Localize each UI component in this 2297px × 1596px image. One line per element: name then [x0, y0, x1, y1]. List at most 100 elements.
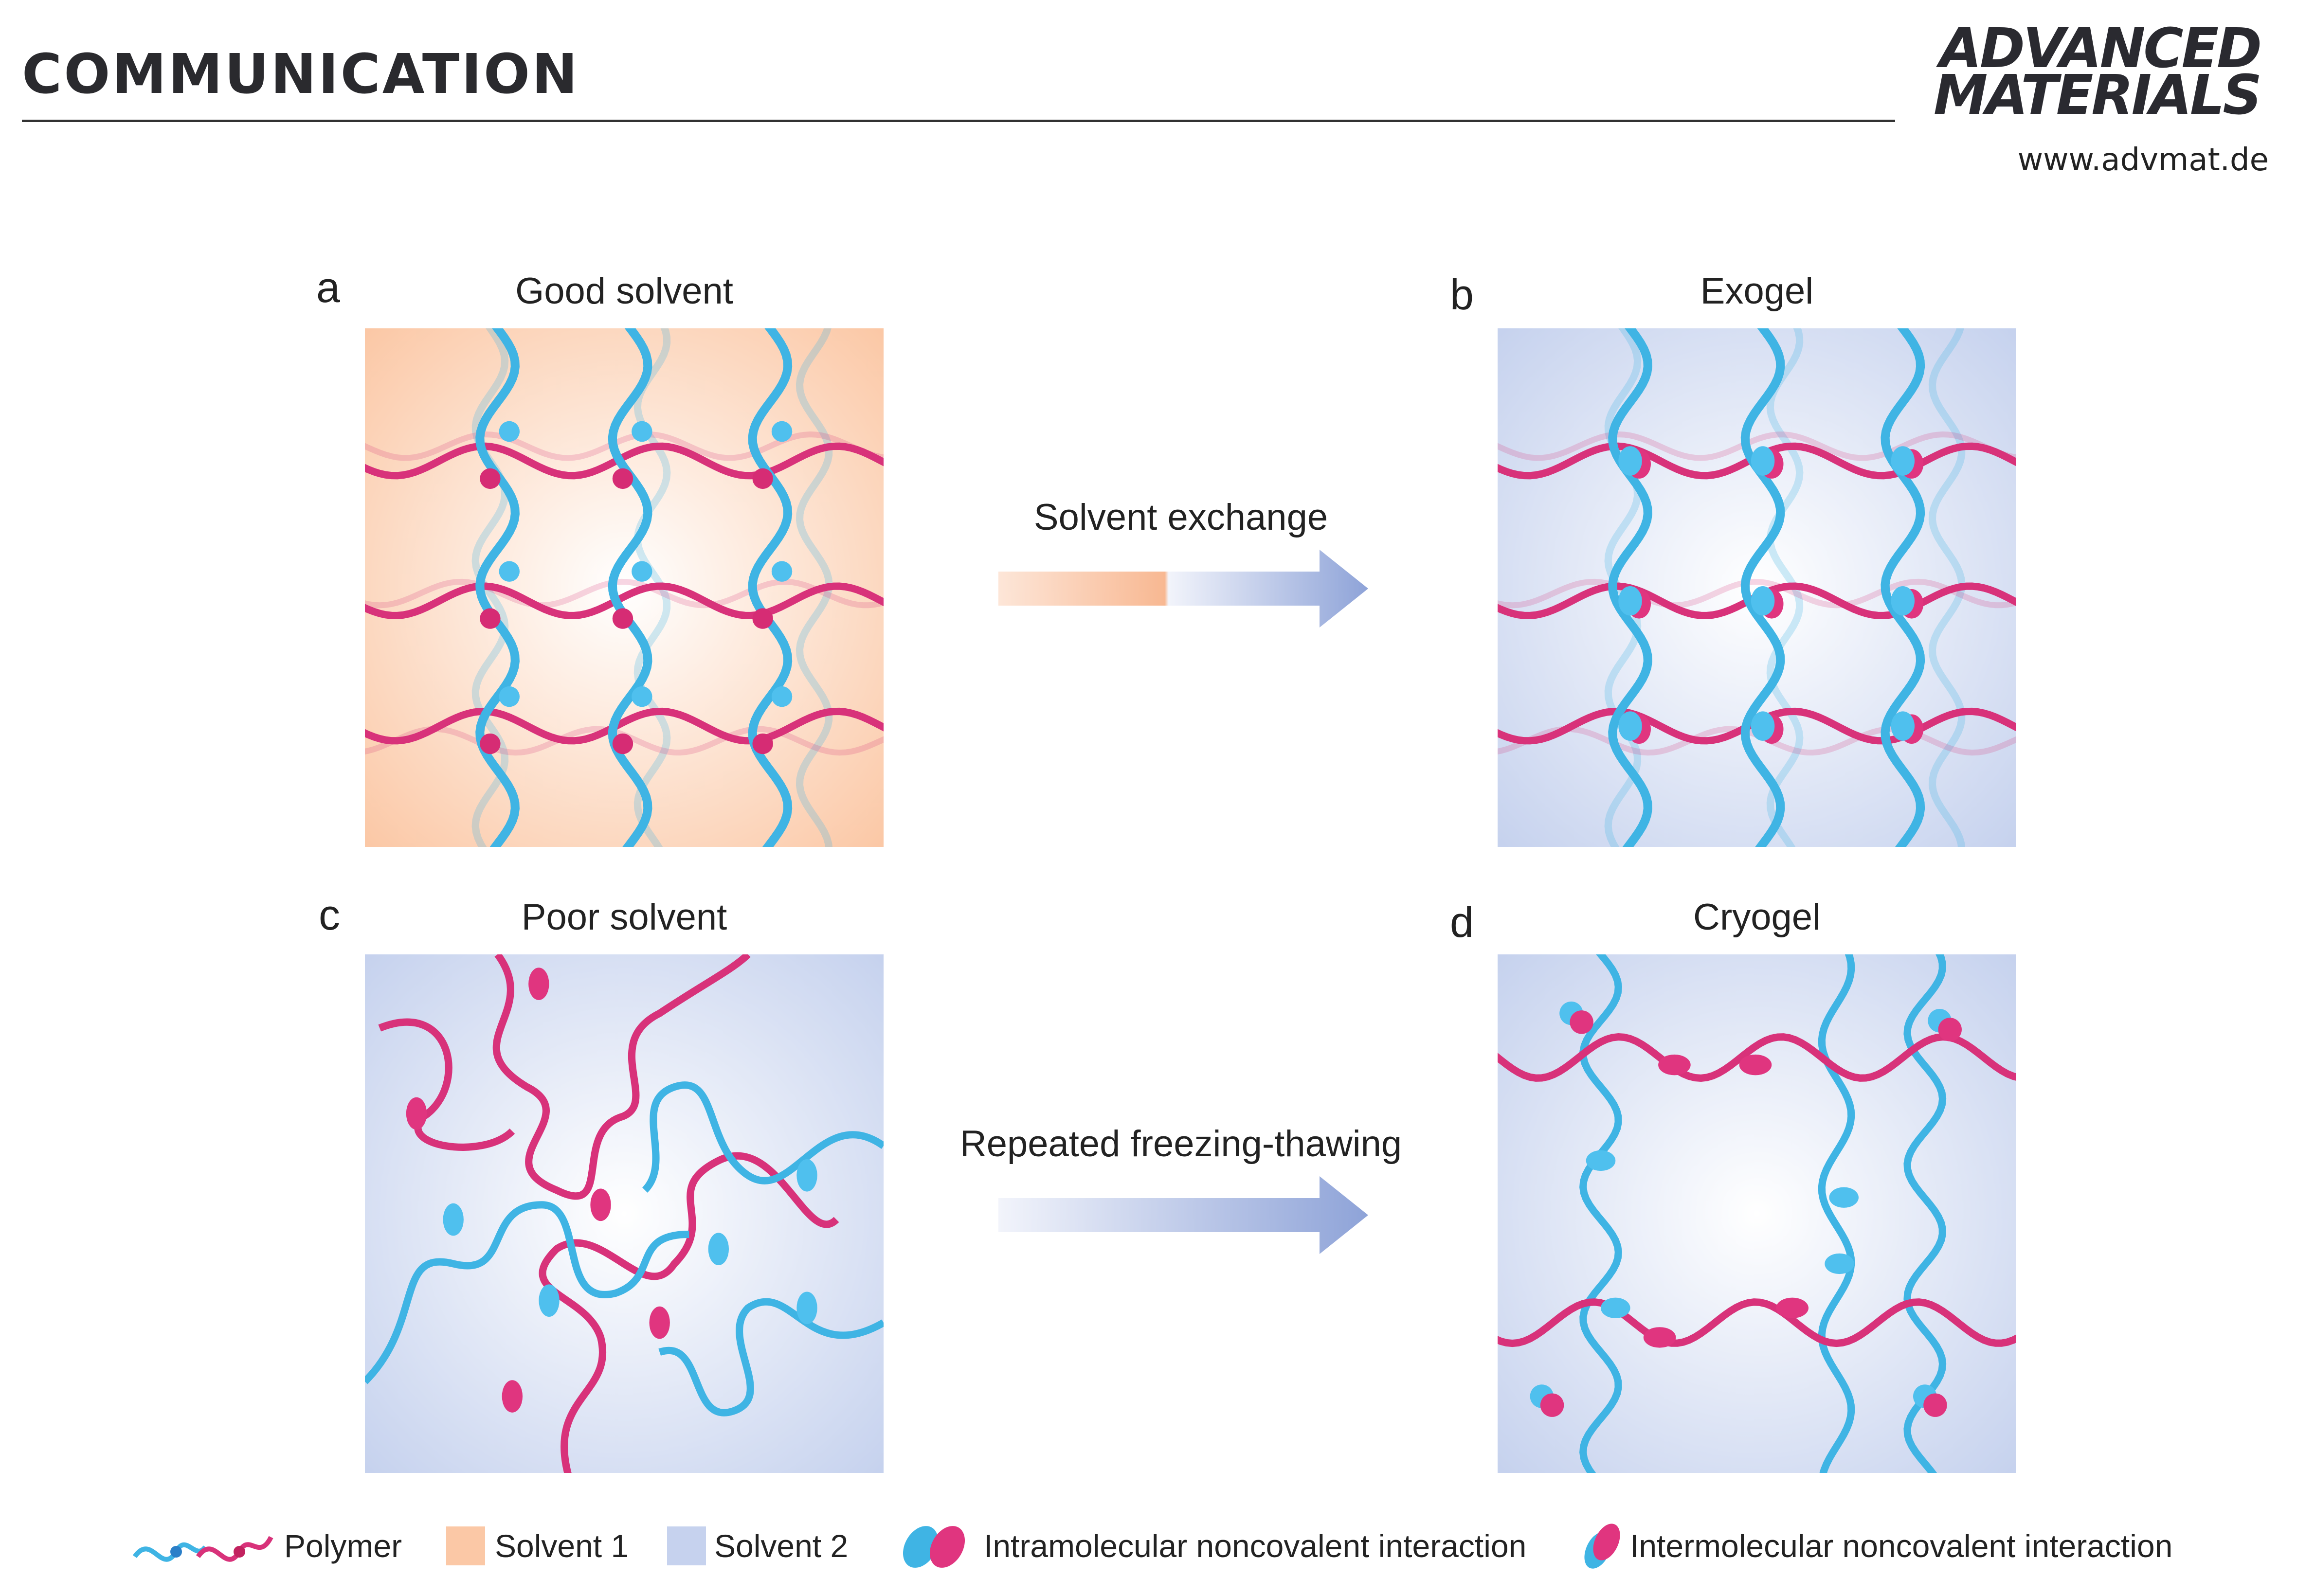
blue-polymer-chain	[1608, 328, 1652, 847]
intramolecular-pink-bead	[1643, 1327, 1676, 1348]
blue-side-group	[499, 421, 520, 442]
intramolecular-blue-bead	[443, 1203, 464, 1236]
intramolecular-blue-bead	[1586, 1150, 1616, 1171]
interaction-blue	[1891, 446, 1915, 476]
intramolecular-blue-bead	[796, 1291, 817, 1325]
intramolecular-blue-bead	[1825, 1253, 1854, 1274]
intermolecular-interaction-icon	[1584, 1524, 1620, 1569]
section-heading: COMMUNICATION	[22, 43, 579, 106]
panel-b-title: Exogel	[1700, 270, 1814, 312]
pink-side-group	[752, 608, 773, 629]
interaction-blue	[1891, 711, 1915, 741]
solvent1-swatch	[446, 1526, 485, 1565]
blue-polymer-chain	[475, 328, 520, 847]
polymer-legend-icon	[132, 1536, 273, 1562]
blue-side-group	[771, 421, 793, 442]
blue-side-group	[632, 421, 652, 442]
panel-d-cryogel-network	[1498, 954, 2016, 1473]
blue-side-group	[499, 561, 520, 582]
panel-b-label: b	[1450, 270, 1474, 319]
header-rule	[22, 120, 1895, 122]
intramolecular-pink-bead	[590, 1188, 611, 1221]
intramolecular-blue-bead	[539, 1284, 560, 1317]
interaction-pink	[1540, 1393, 1564, 1417]
logo-line-1: ADVANCED	[1939, 17, 2262, 80]
pink-side-group	[612, 468, 633, 489]
intramolecular-pink-bead	[1658, 1054, 1691, 1076]
legend-polymer: Polymer	[284, 1528, 402, 1564]
panel-c-label: c	[319, 891, 340, 939]
blue-polymer-chain	[1881, 328, 1925, 847]
legend-intramolecular: Intramolecular noncovalent interaction	[984, 1528, 1527, 1564]
panel-a-good-solvent-network	[365, 328, 884, 847]
legend-solvent1: Solvent 1	[495, 1528, 629, 1564]
panel-c-poor-solvent-coils	[365, 954, 884, 1473]
solvent-exchange-label: Solvent exchange	[1033, 497, 1328, 538]
panel-a-label: a	[316, 263, 340, 311]
interaction-blue	[1751, 711, 1775, 741]
intramolecular-pink-bead	[406, 1097, 427, 1130]
intramolecular-blue-bead	[1829, 1187, 1859, 1208]
background-pink-chain	[365, 578, 884, 609]
panel-a-title: Good solvent	[515, 270, 733, 312]
panel-d-title: Cryogel	[1693, 897, 1821, 938]
pink-side-group	[612, 733, 633, 754]
intramolecular-pink-bead	[1776, 1297, 1809, 1319]
intramolecular-blue-bead	[796, 1159, 817, 1192]
blue-side-group	[499, 686, 520, 707]
interaction-blue	[1751, 446, 1775, 476]
blue-coiled-chain	[642, 1081, 884, 1193]
interaction-pink	[1923, 1393, 1947, 1417]
legend-solvent2: Solvent 2	[714, 1528, 849, 1564]
legend-intermolecular: Intermolecular noncovalent interaction	[1630, 1528, 2173, 1564]
blue-polymer-chain	[1579, 954, 1622, 1473]
pink-side-group	[612, 608, 633, 629]
blue-polymer-chain	[608, 328, 652, 847]
pink-coiled-chain	[539, 1152, 839, 1473]
pink-side-group	[480, 733, 501, 754]
pink-side-group	[480, 608, 501, 629]
blue-coiled-chain	[365, 1201, 689, 1384]
pink-polymer-chain	[365, 442, 884, 480]
background-pink-chain	[1498, 431, 2016, 461]
interaction-blue	[1751, 586, 1775, 616]
interaction-blue	[1618, 586, 1642, 616]
journal-url[interactable]: www.advmat.de	[2017, 142, 2269, 178]
interaction-blue	[1618, 711, 1642, 741]
pink-side-group	[752, 733, 773, 754]
pink-polymer-chain	[365, 582, 884, 620]
panel-c-title: Poor solvent	[521, 897, 727, 938]
blue-side-group	[632, 561, 652, 582]
panel-d-label: d	[1450, 898, 1474, 946]
blue-side-group	[771, 561, 793, 582]
intramolecular-pink-bead	[502, 1380, 523, 1413]
panel-b-exogel-network	[1498, 328, 2016, 847]
blue-polymer-chain	[748, 328, 793, 847]
interaction-pink	[1570, 1010, 1593, 1034]
pink-polymer-chain	[1498, 1298, 2016, 1347]
blue-polymer-chain	[1818, 954, 1855, 1473]
intramolecular-interaction-icon	[903, 1526, 965, 1568]
blue-side-group	[771, 686, 793, 707]
pink-polymer-chain	[365, 707, 884, 745]
blue-polymer-chain	[1740, 328, 1785, 847]
solvent-exchange-arrow	[998, 550, 1368, 628]
pink-polymer-chain	[1498, 1033, 2016, 1082]
interaction-blue	[1618, 446, 1642, 476]
intramolecular-pink-bead	[649, 1306, 670, 1339]
intramolecular-pink-bead	[528, 968, 549, 1000]
background-pink-chain	[1498, 578, 2016, 609]
intramolecular-blue-bead	[708, 1233, 729, 1265]
blue-side-group	[632, 686, 652, 707]
intramolecular-blue-bead	[1600, 1297, 1630, 1319]
pink-side-group	[480, 468, 501, 489]
journal-logo[interactable]: ADVANCED MATERIALS	[1910, 17, 2262, 127]
freeze-thaw-arrow	[998, 1176, 1368, 1254]
intramolecular-pink-bead	[1739, 1054, 1772, 1076]
freeze-thaw-label: Repeated freezing-thawing	[959, 1123, 1402, 1165]
pink-side-group	[752, 468, 773, 489]
solvent2-swatch	[667, 1526, 706, 1565]
logo-line-2: MATERIALS	[1934, 64, 2262, 127]
interaction-pink	[1938, 1018, 1962, 1041]
background-pink-chain	[365, 431, 884, 461]
